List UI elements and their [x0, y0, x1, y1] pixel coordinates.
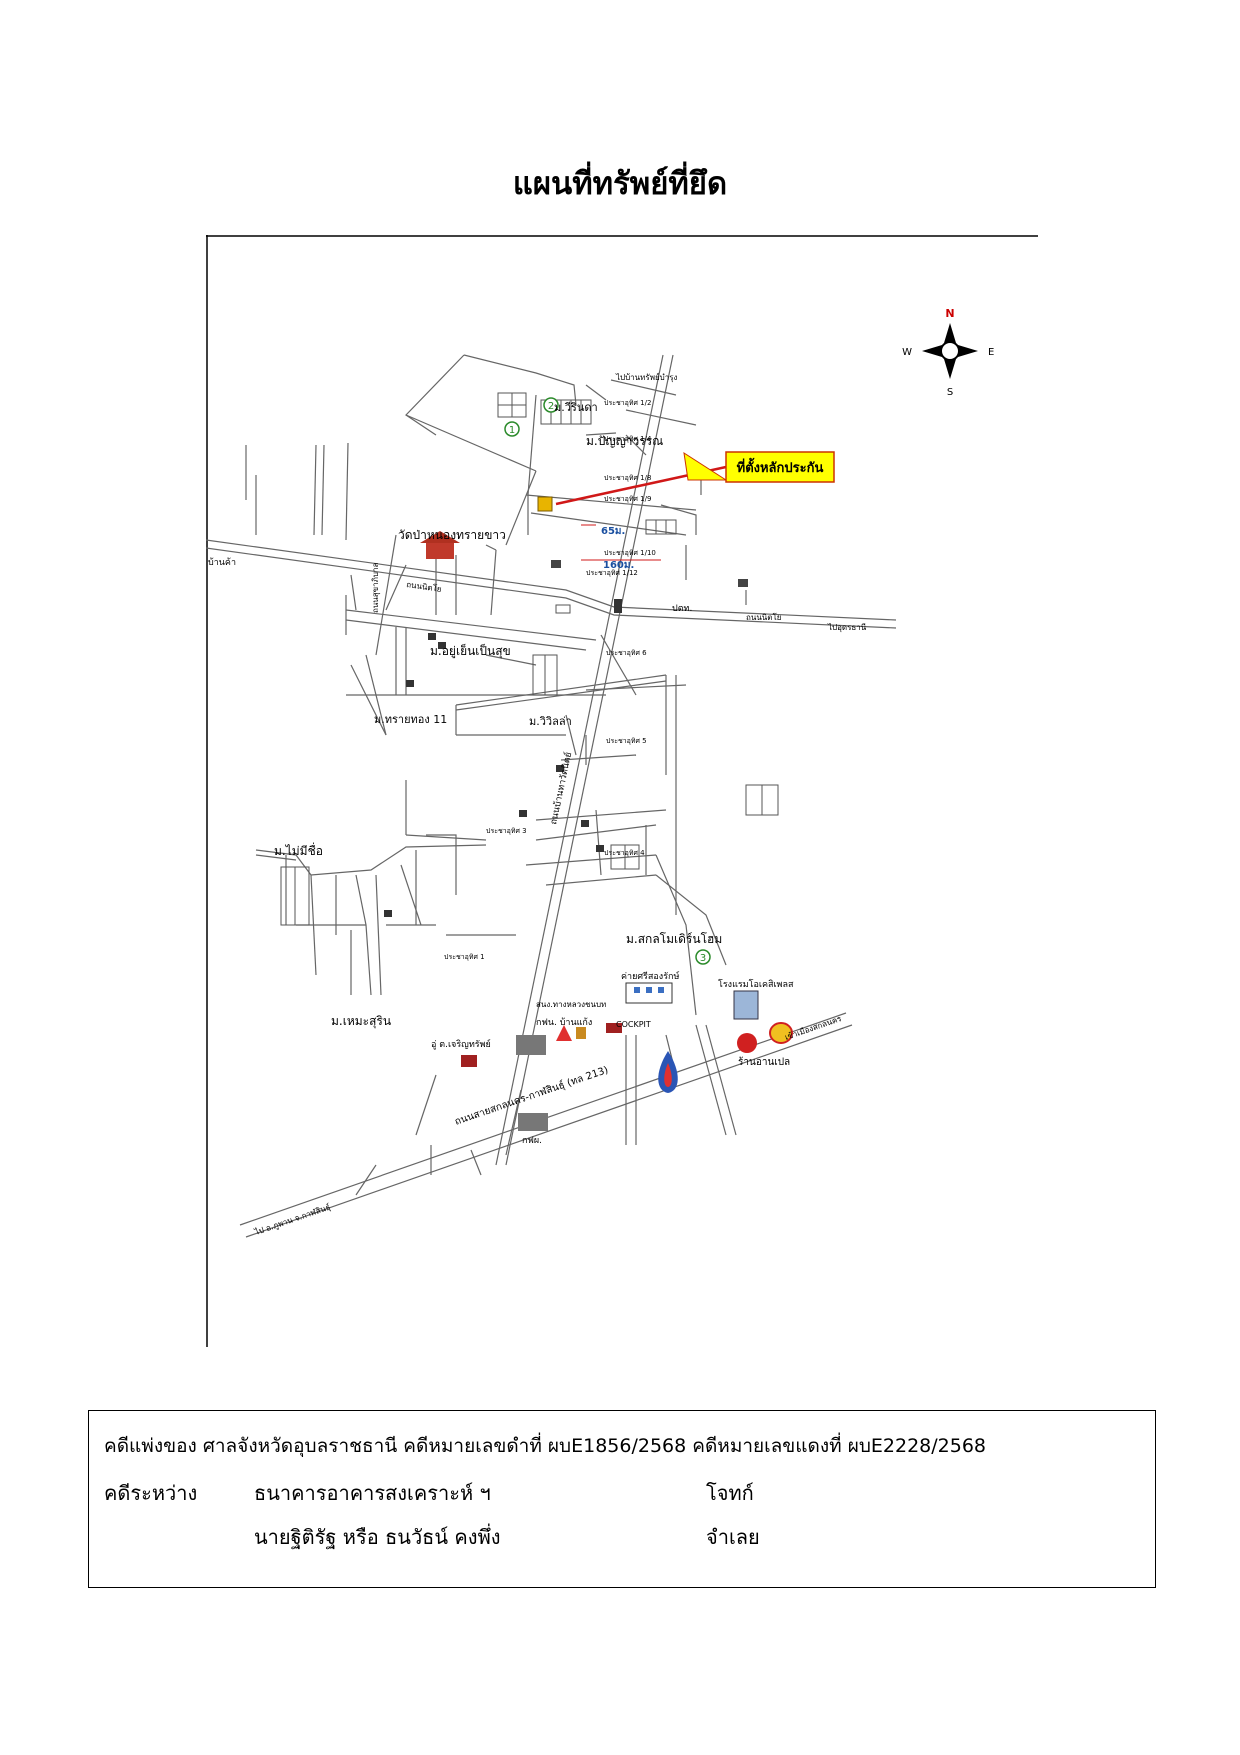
house-icon — [581, 820, 589, 827]
house-icon — [406, 680, 414, 687]
shop-red-icon — [737, 1033, 757, 1053]
compass-rose-icon: N S E W — [902, 307, 994, 398]
label-soi-9: ประชาอุทิศ 4 — [604, 849, 645, 857]
label-soi-5: ประชาอุทิศ 1/10 — [604, 549, 656, 557]
label-soi-2: ประชาอุทิศ 1/4 — [604, 435, 652, 443]
house-icon — [596, 845, 604, 852]
party-plaintiff: ธนาคารอาคารสงเคราะห์ ฯ — [254, 1481, 491, 1505]
label-road-left: บ้านค้า — [208, 557, 236, 568]
distance-label-1: 65ม. — [601, 526, 625, 537]
label-village-wirinda: ม.วีรินดา — [554, 401, 598, 414]
label-hotel: โรงแรมโอเคสิเพลส — [718, 979, 794, 990]
distance-label-2: 160ม. — [603, 560, 634, 571]
case-info-box: คดีแพ่งของ ศาลจังหวัดอุบลราชธานี คดีหมาย… — [88, 1410, 1156, 1588]
callout-text: ที่ตั้งหลักประกัน — [737, 457, 824, 476]
label-soi-4: ประชาอุทิศ 1/9 — [604, 495, 651, 503]
road-vertical-main — [495, 354, 664, 1166]
label-to-sakon: เข้าเมืองสกลนคร — [784, 1014, 844, 1042]
label-village-sakon-modern: ม.สกลโมเดิร์นโฮม — [626, 932, 722, 946]
collateral-callout: ที่ตั้งหลักประกัน — [555, 451, 835, 506]
ptt-icon — [556, 1025, 572, 1041]
label-ptt-small: ปตท. — [672, 604, 692, 614]
label-village-saithong: ม.ทรายทอง 11 — [374, 713, 447, 726]
label-village-panyawan: ม.ปัญญาวรรณ — [586, 434, 663, 448]
compass-n: N — [945, 307, 954, 320]
shell-icon — [769, 1022, 793, 1044]
numbered-markers: 1 2 3 — [504, 397, 711, 965]
traffic-light-icon — [614, 599, 622, 613]
compass-w: W — [902, 347, 912, 358]
label-soi-11: ประชาอุทิศ 6 — [606, 649, 647, 657]
label-soi-3: ประชาอุทิศ 1/8 — [604, 474, 651, 482]
landmark-icons — [384, 531, 793, 1131]
label-village-maimichue: ม.ไม่มีชื่อ — [274, 842, 323, 858]
label-road-vertical: ถนนบ้านทาวัดนิตย์ — [547, 751, 574, 826]
role-defendant: จำเลย — [706, 1525, 760, 1549]
label-road-name-left: ถนนสุขาภิบาล — [371, 563, 380, 613]
role-plaintiff: โจทก์ — [706, 1481, 754, 1505]
label-soi-1: ประชาอุทิศ 1/2 — [604, 399, 651, 407]
label-pumphouse: กฟน. บ้านแก้ง — [536, 1017, 592, 1028]
between-label: คดีระหว่าง — [104, 1481, 198, 1505]
label-school: สนง.ทางหลวงชนบท — [536, 1000, 606, 1009]
label-village-hemsurin: ม.เหมะสุริน — [331, 1014, 391, 1029]
label-shop-left: อู่ ต.เจริญทรัพย์ — [431, 1038, 491, 1050]
road-network — [206, 354, 897, 1238]
label-village-yuyen: ม.อยู่เย็นเป็นสุข — [430, 643, 511, 659]
village-blocks — [280, 392, 779, 926]
subject-plot-marker — [537, 496, 553, 512]
temple-icon — [426, 543, 454, 559]
label-cockpit: COCKPIT — [616, 1020, 651, 1029]
power-plant-icon — [516, 1035, 546, 1055]
compass-e: E — [988, 347, 994, 358]
house-icon — [738, 579, 748, 587]
compass-s: S — [947, 387, 953, 398]
house-icon — [384, 910, 392, 917]
cockpit-icon — [606, 1023, 622, 1033]
egat-icon — [518, 1113, 548, 1131]
label-road-east: ไปอุดรธานี — [827, 623, 867, 632]
label-road-top: ไปบ้านทรัพย์บำรุง — [615, 372, 678, 382]
label-soi-8: ประชาอุทิศ 3 — [486, 827, 527, 835]
house-icon — [556, 765, 564, 772]
shop-icon — [461, 1055, 477, 1067]
house-icon — [519, 810, 527, 817]
house-icon — [438, 642, 446, 649]
label-shop: ร้านอานเปล — [738, 1056, 790, 1068]
party-defendant: นายฐิติรัฐ หรือ ธนวัธน์ คงพึ่ง — [254, 1525, 501, 1549]
house-icon — [551, 560, 561, 568]
hotel-icon — [733, 990, 759, 1020]
label-soi-6: ประชาอุทิศ 1/12 — [586, 569, 638, 577]
location-map: N S E W — [206, 235, 1038, 1347]
marker-1: 1 — [509, 425, 515, 436]
label-village-willa: ม.วิวิลล่า — [529, 715, 572, 728]
marker-3: 3 — [700, 953, 706, 964]
school-icon — [576, 1027, 586, 1039]
marker-2: 2 — [548, 401, 554, 412]
label-road-mid: ถนนนิตโย — [406, 579, 442, 594]
label-army-camp: ค่ายศรีสองรักษ์ — [621, 970, 680, 982]
label-temple: วัดป่าหนองทรายขาว — [398, 528, 506, 542]
label-soi-7: ประชาอุทิศ 1 — [444, 953, 485, 961]
label-soi-10: ประชาอุทิศ 5 — [606, 737, 647, 745]
label-egat: กฟผ. — [522, 1136, 542, 1146]
page-title: แผนที่ทรัพย์ที่ยึด — [512, 166, 728, 202]
house-icon — [428, 633, 436, 640]
case-description: คดีแพ่งของ ศาลจังหวัดอุบลราชธานี คดีหมาย… — [104, 1435, 987, 1457]
label-road-right: ถนนนิตโย — [746, 612, 781, 622]
